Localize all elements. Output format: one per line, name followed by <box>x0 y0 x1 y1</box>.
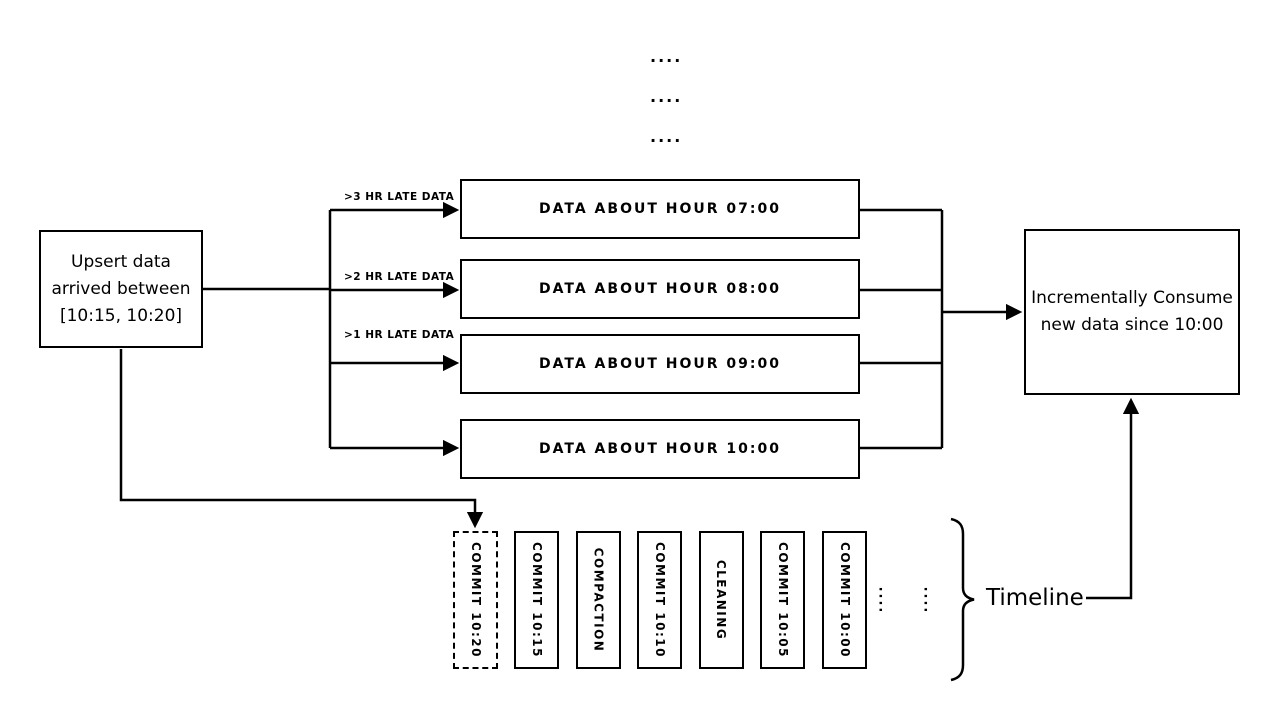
upsert-data-box: Upsert data arrived between [10:15, 10:2… <box>39 230 203 348</box>
timeline-instant-commit-1015: COMMIT 10:15 <box>514 531 559 669</box>
timeline-instant-commit-1000: COMMIT 10:00 <box>822 531 867 669</box>
timeline-instant-label: COMPACTION <box>591 547 606 653</box>
timeline-instant-compaction: COMPACTION <box>576 531 621 669</box>
upsert-data-line: Upsert data <box>71 251 171 272</box>
timeline-instant-label: COMMIT 10:20 <box>468 542 483 658</box>
timeline-ellipsis: .... <box>875 574 891 626</box>
incremental-consume-box: Incrementally Consume new data since 10:… <box>1024 229 1240 395</box>
arrow-timeline-to-consume <box>1086 397 1140 600</box>
timeline-instant-label: COMMIT 10:00 <box>837 542 852 658</box>
late-data-label-1hr: >1 HR LATE DATA <box>344 329 455 341</box>
timeline-instant-label: COMMIT 10:15 <box>529 542 544 658</box>
top-ellipsis-row: .... <box>650 127 683 146</box>
top-ellipsis-row: .... <box>650 47 683 66</box>
timeline-instant-label: COMMIT 10:05 <box>775 542 790 658</box>
incremental-consume-line: Incrementally Consume <box>1031 288 1233 308</box>
timeline-label: Timeline <box>986 585 1084 611</box>
hour-box-1000: DATA ABOUT HOUR 10:00 <box>460 419 860 479</box>
timeline-brace <box>950 517 975 682</box>
upsert-data-line: arrived between <box>51 278 191 299</box>
timeline-instant-commit-1020: COMMIT 10:20 <box>453 531 498 669</box>
timeline-ellipsis-dots: .... <box>920 586 936 614</box>
timeline-ellipsis: .... <box>920 574 936 626</box>
top-ellipsis-row: .... <box>650 87 683 106</box>
hour-box-0700: DATA ABOUT HOUR 07:00 <box>460 179 860 239</box>
timeline-instant-cleaning: CLEANING <box>699 531 744 669</box>
hour-box-0900: DATA ABOUT HOUR 09:00 <box>460 334 860 394</box>
late-data-label-2hr: >2 HR LATE DATA <box>344 271 455 283</box>
timeline-ellipsis-dots: .... <box>875 586 891 614</box>
upsert-data-line: [10:15, 10:20] <box>59 305 183 326</box>
timeline-instant-commit-1005: COMMIT 10:05 <box>760 531 805 669</box>
timeline-instant-commit-1010: COMMIT 10:10 <box>637 531 682 669</box>
incremental-consume-line: new data since 10:00 <box>1040 315 1224 335</box>
timeline-instant-label: CLEANING <box>714 559 729 641</box>
hour-box-0800: DATA ABOUT HOUR 08:00 <box>460 259 860 319</box>
timeline-instant-label: COMMIT 10:10 <box>652 542 667 658</box>
late-data-label-3hr: >3 HR LATE DATA <box>344 191 455 203</box>
arrow-upsert-to-commit <box>119 349 484 529</box>
